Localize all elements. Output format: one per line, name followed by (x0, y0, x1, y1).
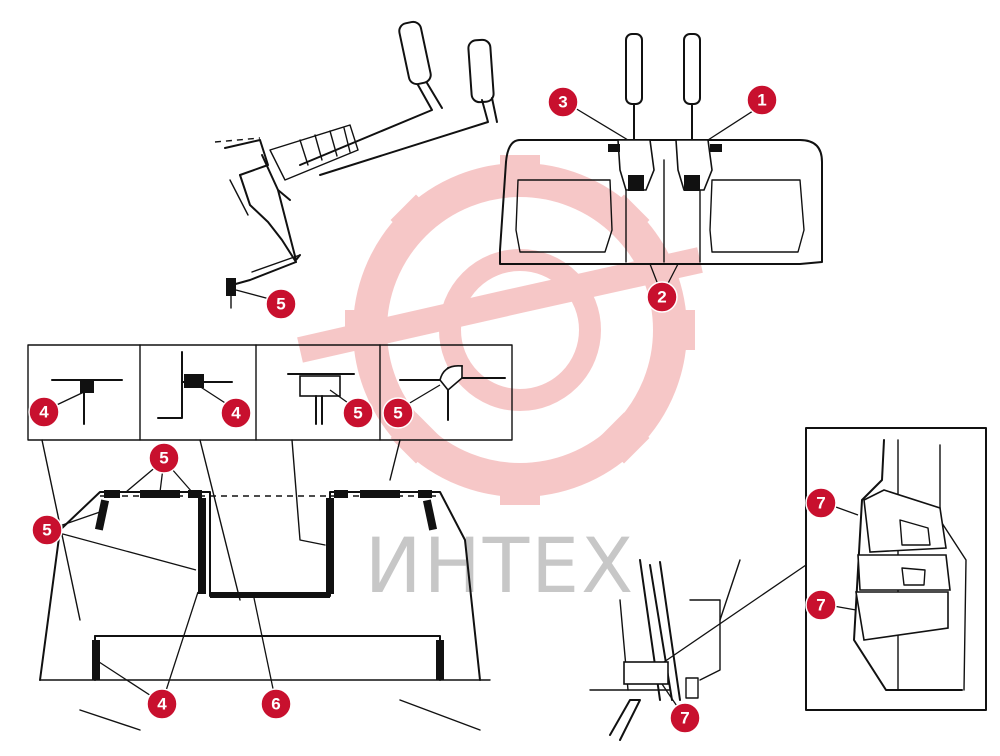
callout-5-floor-top: 5 (148, 442, 180, 474)
callout-3-label: 3 (558, 93, 567, 112)
detail-panel-4 (399, 364, 506, 421)
callout-7-section-bottom: 7 (805, 589, 837, 621)
callout-5-pedal: 5 (265, 288, 297, 320)
callout-5-floor-top-label: 5 (159, 449, 168, 468)
callout-7-section-bottom-label: 7 (816, 596, 825, 615)
detail-panel-2 (157, 351, 233, 419)
callout-7-small-section-label: 7 (680, 709, 689, 728)
callout-2-label: 2 (657, 288, 666, 307)
callout-7-section-top: 7 (805, 487, 837, 519)
callout-7-section-top-label: 7 (816, 494, 825, 513)
gear-lever-assembly (214, 20, 498, 309)
callout-6: 6 (260, 688, 292, 720)
callout-1: 1 (746, 84, 778, 116)
callout-4-panel-1: 4 (28, 396, 60, 428)
callout-5-panel-4-label: 5 (393, 404, 402, 423)
watermark-text: ИНТЕХ (365, 521, 636, 610)
detail-panel-1 (51, 379, 123, 425)
callout-4-panel-2: 4 (220, 397, 252, 429)
lever-console-frame (499, 33, 823, 265)
detail-panel-strip (27, 344, 513, 441)
detail-panel-3 (287, 373, 355, 425)
seal-section-detail (805, 427, 987, 711)
callout-4-floor-bottom: 4 (146, 688, 178, 720)
callout-1-label: 1 (757, 91, 766, 110)
callout-4-panel-1-label: 4 (39, 403, 49, 422)
callout-5-panel-3-label: 5 (353, 404, 362, 423)
callout-5-pedal-label: 5 (276, 295, 285, 314)
callout-7-small-section: 7 (669, 702, 701, 734)
callout-3: 3 (547, 86, 579, 118)
seal-small-section (589, 559, 741, 741)
callout-6-label: 6 (271, 695, 280, 714)
callout-2: 2 (646, 281, 678, 313)
callout-5-panel-4: 5 (382, 397, 414, 429)
callout-5-panel-3: 5 (342, 397, 374, 429)
callout-4-panel-2-label: 4 (231, 404, 241, 423)
callout-5-floor-left-label: 5 (42, 521, 51, 540)
callout-4-floor-bottom-label: 4 (157, 695, 167, 714)
watermark-gear-logo (297, 155, 703, 505)
callout-5-floor-left: 5 (31, 514, 63, 546)
